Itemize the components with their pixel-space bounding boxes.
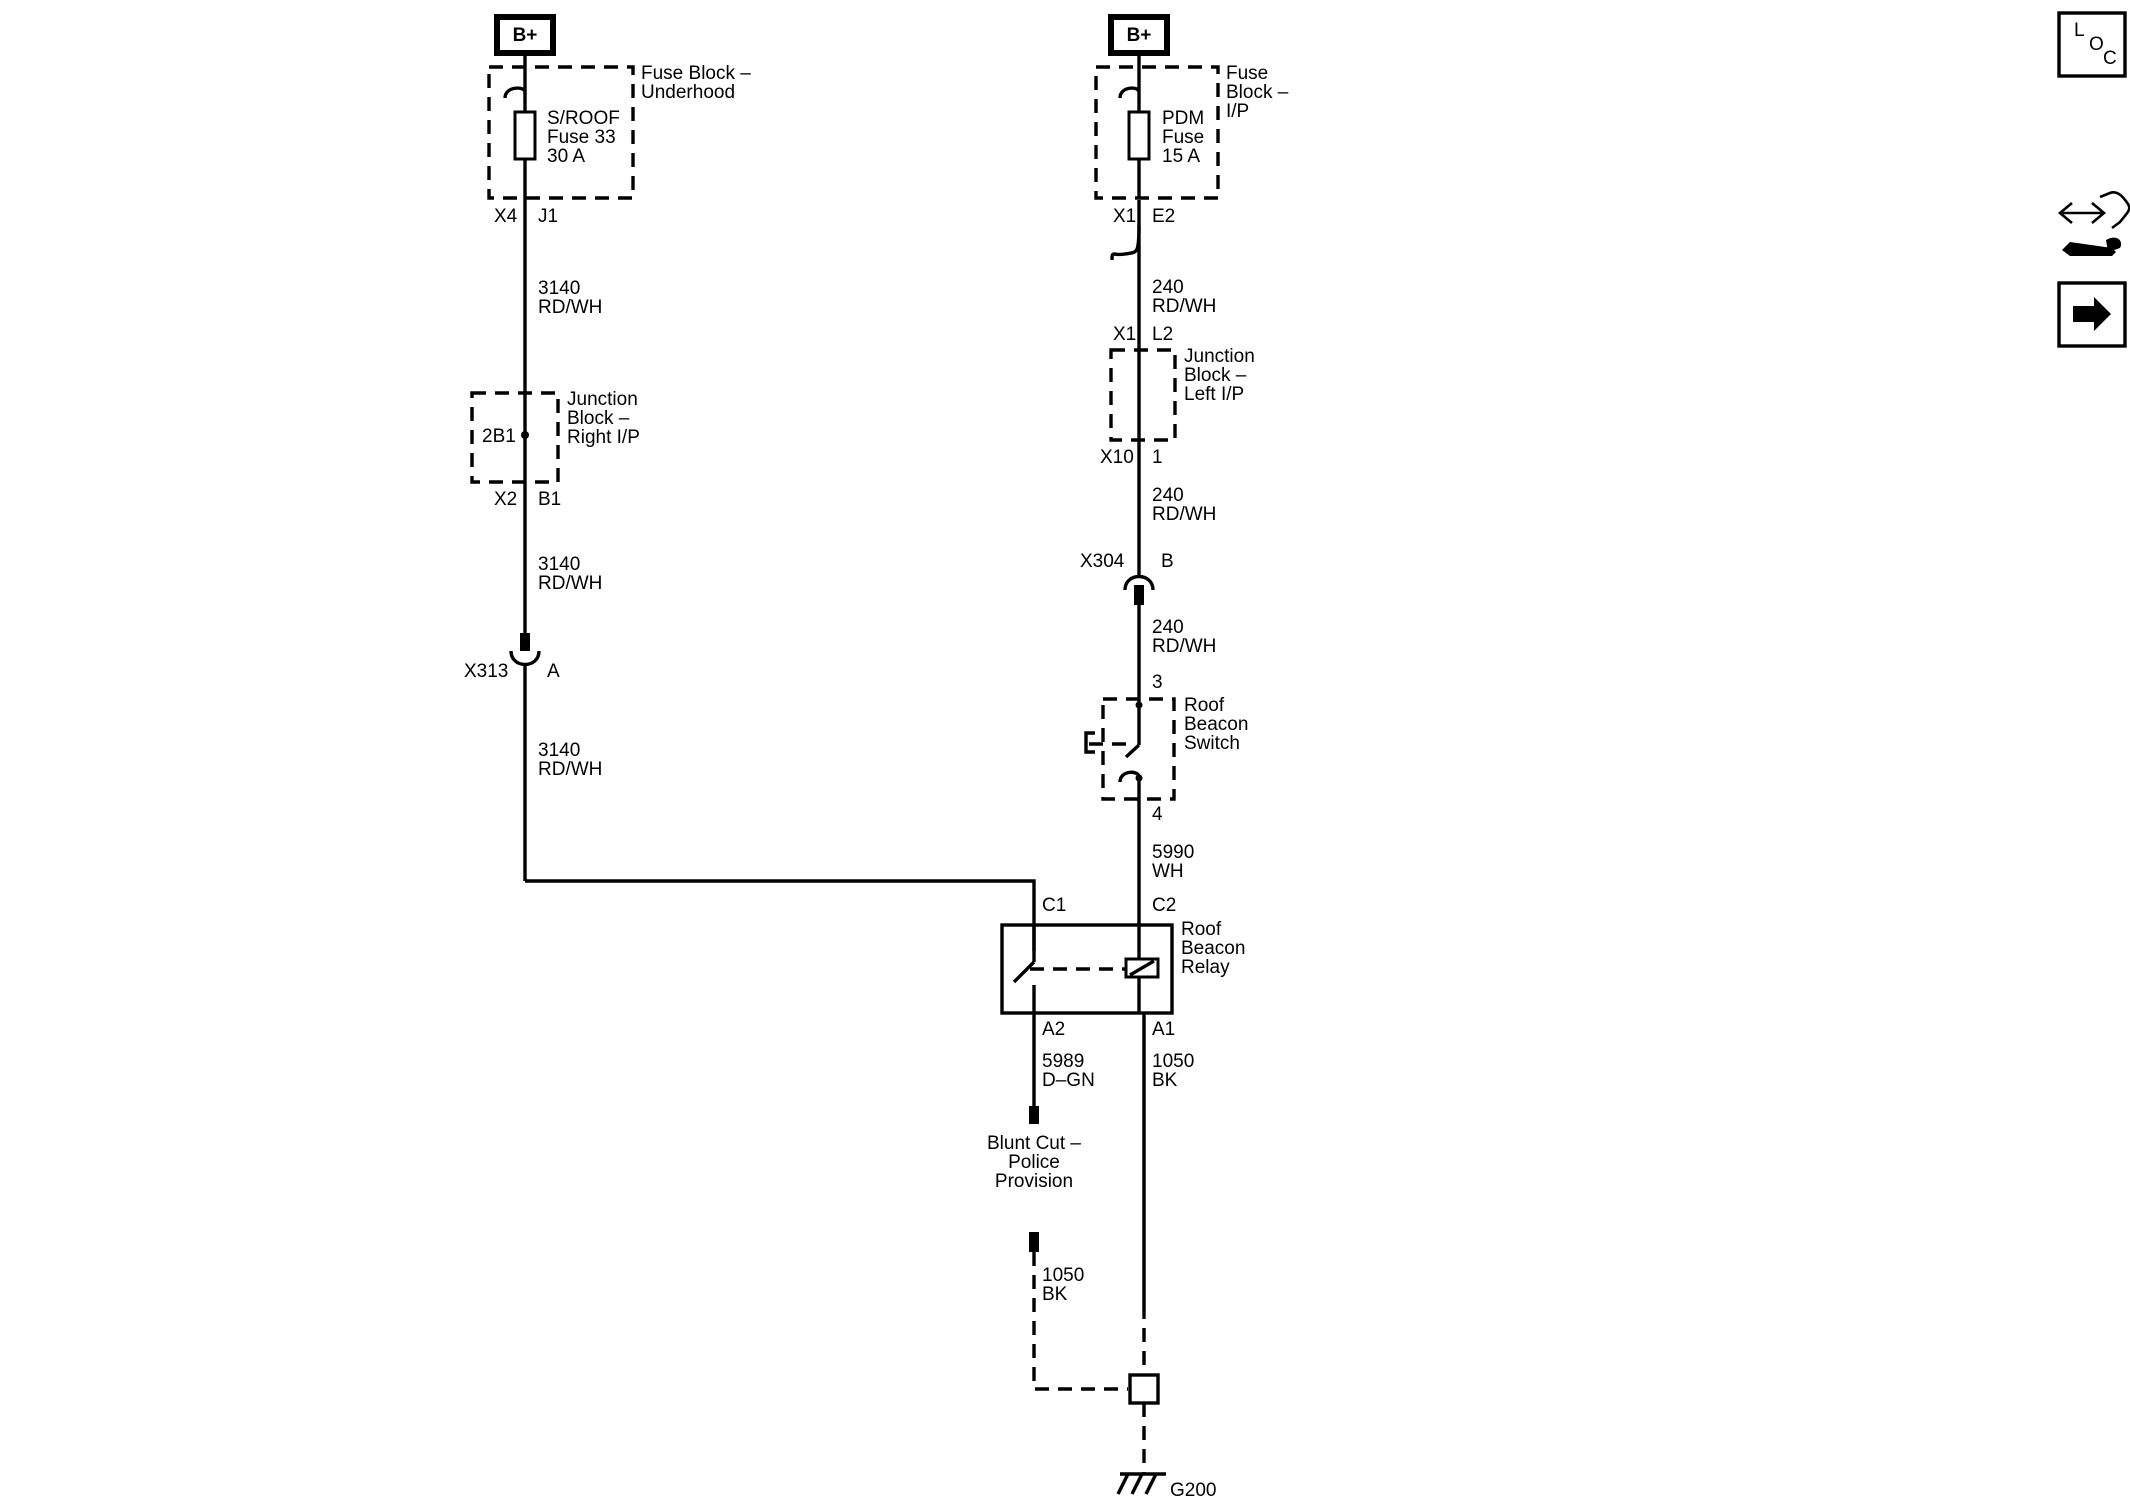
left-junction-node	[521, 431, 529, 439]
sidebar-tools: L O C	[2057, 11, 2130, 348]
left-inline-connector-socket	[509, 650, 541, 667]
connector-swap-icon[interactable]	[2057, 191, 2130, 256]
relay-pin-a1: A1	[1152, 1019, 1175, 1040]
left-power-label: B+	[513, 25, 538, 46]
right-battery-box	[1108, 14, 1170, 56]
right-fuse-block-outline	[1094, 65, 1220, 200]
loc-letter-l: L	[2074, 20, 2085, 41]
right-power-label: B+	[1127, 25, 1152, 46]
left-junction-node-label: 2B1	[482, 426, 516, 447]
right-junction-bottom-connector: X10	[1100, 447, 1134, 468]
relay-pin-c2: C2	[1152, 895, 1176, 916]
relay-outline	[1000, 923, 1174, 1015]
ground-name: G200	[1170, 1480, 1216, 1500]
left-fuse-symbol	[513, 110, 537, 161]
right-fuse-block-terminal	[1118, 86, 1141, 99]
right-junction-block-outline	[1109, 348, 1177, 442]
location-view-button[interactable]: L O C	[2057, 11, 2127, 78]
left-junction-connector: X2	[494, 489, 517, 510]
right-fuse-connector: X1	[1113, 206, 1136, 227]
right-switch-pin-out: 4	[1152, 804, 1163, 825]
right-switch-pin-in: 3	[1152, 672, 1163, 693]
right-inline-connector-socket	[1123, 574, 1155, 591]
wrench-icon	[2062, 242, 2116, 256]
right-junction-top-connector: X1	[1113, 324, 1136, 345]
relay-pin-c1: C1	[1042, 895, 1066, 916]
roof-beacon-switch-blade	[1124, 743, 1141, 759]
blunt-cut-ground-end	[1029, 1232, 1039, 1252]
left-fuse-connector: X4	[494, 206, 518, 227]
arrow-right-icon	[2073, 297, 2111, 331]
loc-letter-o: O	[2089, 34, 2104, 55]
left-inline-connector-name: X313	[464, 661, 508, 682]
ground-splice	[1128, 1373, 1160, 1405]
roof-beacon-switch-outline	[1101, 697, 1176, 801]
left-inline-connector-pin	[520, 633, 530, 651]
right-inline-connector-pin	[1134, 585, 1144, 605]
right-junction-bottom-pin: 1	[1152, 447, 1163, 468]
right-junction-top-pin: L2	[1152, 324, 1173, 345]
left-junction-block-outline	[470, 391, 560, 484]
blunt-cut-end	[1029, 1106, 1039, 1124]
left-inline-connector-pin-label: A	[547, 661, 560, 682]
location-view-icon[interactable]	[2057, 11, 2127, 78]
roof-beacon-switch-actuator	[1084, 731, 1095, 754]
connector-view-button[interactable]	[2057, 191, 2130, 256]
loc-letter-c: C	[2103, 48, 2117, 69]
left-fuse-block-terminal	[503, 86, 527, 99]
relay-switch-blade	[1012, 960, 1036, 984]
right-fuse-pin: E2	[1152, 206, 1175, 227]
right-inline-connector-pin-label: B	[1161, 551, 1174, 572]
left-wire-to-relay-c1	[525, 879, 1036, 951]
right-fuse-symbol	[1127, 110, 1151, 161]
left-fuse-pin: J1	[538, 206, 558, 227]
left-fuse-block-name: Fuse Block –Underhood	[641, 63, 751, 103]
next-page-button[interactable]	[2057, 281, 2127, 348]
left-fuse-block-outline	[487, 65, 635, 200]
left-junction-pin: B1	[538, 489, 561, 510]
relay-pin-a2: A2	[1042, 1019, 1065, 1040]
right-inline-connector-name: X304	[1080, 551, 1125, 572]
